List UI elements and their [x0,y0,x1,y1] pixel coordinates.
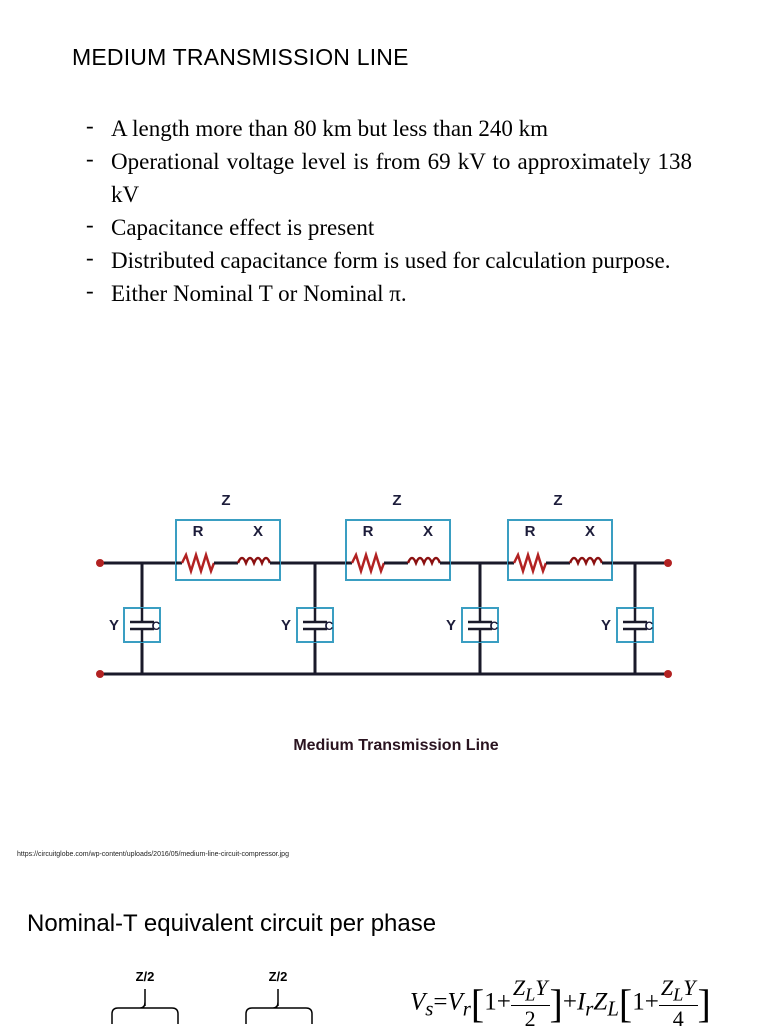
bullet-item: Either Nominal T or Nominal π. [86,274,692,310]
capacitance-label: C [152,619,161,633]
impedance-label: Z [553,492,562,509]
inductor-symbol [236,556,272,567]
terminal-dot [96,670,104,678]
resistance-label: R [363,523,374,540]
section-subtitle: Nominal-T equivalent circuit per phase [27,910,437,937]
terminal-dot [96,559,104,567]
reactance-label: X [423,523,433,540]
inductor-symbol [406,556,442,567]
bullet-item: Operational voltage level is from 69 kV … [86,142,692,211]
terminal-dot [664,670,672,678]
shunt-capacitor-4 [616,607,654,643]
resistance-label: R [193,523,204,540]
resistor-symbol [180,550,216,576]
inductor-symbol [568,556,604,567]
shunt-capacitor-3 [461,607,499,643]
resistance-label: R [525,523,536,540]
bullet-item: A length more than 80 km but less than 2… [86,109,692,145]
reactance-label: X [585,523,595,540]
capacitance-label: C [325,619,334,633]
shunt-capacitor-2 [296,607,334,643]
series-impedance-3 [507,519,613,581]
series-impedance-1 [175,519,281,581]
medium-line-circuit-diagram: Z Z Z R X R X R X Y Y Y Y C C C C Medium… [96,492,672,754]
admittance-label: Y [446,617,456,634]
shunt-capacitor-1 [123,607,161,643]
reactance-label: X [253,523,263,540]
admittance-label: Y [601,617,611,634]
bullet-list: A length more than 80 km but less than 2… [86,109,692,310]
page-title: MEDIUM TRANSMISSION LINE [72,44,409,70]
bullet-item: Capacitance effect is present [86,208,692,244]
capacitance-label: C [490,619,499,633]
half-impedance-label: Z/2 [269,969,288,984]
source-url: https://circuitglobe.com/wp-content/uplo… [17,851,289,858]
brace-right [245,989,313,1024]
admittance-label: Y [109,617,119,634]
impedance-label: Z [221,492,230,509]
series-impedance-2 [345,519,451,581]
nominal-t-circuit-diagram: Z/2 Z/2 [111,969,313,1024]
brace-left [111,989,179,1024]
circuit-caption: Medium Transmission Line [293,737,498,754]
impedance-label: Z [392,492,401,509]
half-impedance-label: Z/2 [136,969,155,984]
capacitance-label: C [645,619,654,633]
terminal-dot [664,559,672,567]
admittance-label: Y [281,617,291,634]
resistor-symbol [350,550,386,576]
bullet-item: Distributed capacitance form is used for… [86,241,692,277]
resistor-symbol [512,550,548,576]
